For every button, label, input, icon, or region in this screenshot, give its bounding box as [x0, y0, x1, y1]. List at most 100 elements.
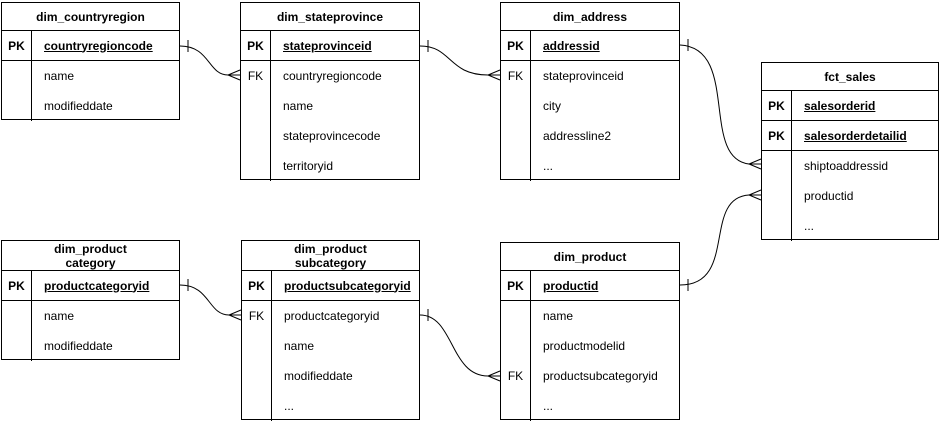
connector-product-fctsales[interactable]	[679, 189, 762, 291]
pk-field: salesorderdetailid	[804, 128, 907, 143]
attr-row: FK countryregioncode	[241, 61, 419, 91]
attr-row: name	[2, 61, 179, 91]
attr-field: productid	[804, 189, 854, 203]
entity-title-text: dim_address	[552, 9, 628, 24]
pk-row: PK productid	[501, 271, 679, 301]
connector-line	[679, 194, 750, 286]
connector-address-fctsales[interactable]	[679, 39, 762, 170]
attr-field: name	[44, 309, 75, 323]
entity-fct-sales[interactable]: fct_sales PK salesorderid PK salesorderd…	[761, 62, 939, 241]
connector-stateprovince-address[interactable]	[419, 40, 501, 81]
attr-field: productmodelid	[543, 339, 626, 353]
attr-row: stateprovincecode	[241, 121, 419, 151]
attr-tag	[241, 151, 271, 181]
connector-productsubcategory-product[interactable]	[419, 309, 501, 382]
pk-row: PK stateprovinceid	[241, 31, 419, 61]
pk-row: PK addressid	[501, 31, 679, 61]
entity-title: dim_countryregion	[2, 3, 179, 31]
attr-row: FK productsubcategoryid	[501, 361, 679, 391]
entity-dim-countryregion[interactable]: dim_countryregion PK countryregioncode n…	[1, 2, 180, 121]
attr-tag	[501, 91, 531, 121]
crows-foot-marker	[486, 370, 501, 382]
entity-dim-stateprovince[interactable]: dim_stateprovince PK stateprovinceid FK …	[240, 2, 420, 181]
attr-row: territoryid	[241, 151, 419, 181]
attr-field: modifieddate	[44, 99, 113, 113]
attr-row: name	[501, 301, 679, 331]
attr-tag	[241, 91, 271, 121]
crows-foot-marker	[747, 158, 762, 170]
pk-tag: PK	[501, 31, 531, 60]
fk-tag: FK	[501, 61, 531, 91]
attr-row: productid	[762, 181, 938, 211]
attr-tag	[242, 391, 272, 421]
attr-row: modifieddate	[2, 331, 179, 361]
attr-field: name	[44, 69, 75, 83]
attr-row: shiptoaddressid	[762, 151, 938, 181]
attr-field: productsubcategoryid	[543, 369, 658, 383]
attr-field: shiptoaddressid	[804, 159, 889, 173]
attr-field: name	[284, 339, 315, 353]
entity-title: fct_sales	[762, 63, 938, 91]
connector-line	[419, 45, 489, 76]
attr-tag	[501, 151, 531, 181]
entity-dim-product[interactable]: dim_product PK productid name productmod…	[500, 242, 680, 421]
attr-row: name	[242, 331, 419, 361]
attr-field: stateprovincecode	[283, 129, 381, 143]
attr-tag	[242, 361, 272, 391]
pk-row: PK salesorderdetailid	[762, 121, 938, 151]
crows-foot-marker	[486, 69, 501, 81]
attr-row: FK stateprovinceid	[501, 61, 679, 91]
entity-dim-productcategory[interactable]: dim_product category PK productcategoryi…	[1, 240, 180, 361]
entity-title: dim_product subcategory	[242, 241, 419, 271]
pk-tag: PK	[762, 91, 792, 120]
entity-dim-address[interactable]: dim_address PK addressid FK stateprovinc…	[500, 2, 680, 181]
connector-productcategory-productsubcategory[interactable]	[179, 279, 242, 321]
attr-field: ...	[804, 219, 815, 233]
pk-tag: PK	[2, 271, 32, 300]
attr-tag	[2, 61, 32, 91]
connector-line	[179, 284, 230, 316]
connector-line	[179, 45, 229, 76]
entity-title: dim_product	[501, 243, 679, 271]
pk-field: productsubcategoryid	[284, 278, 411, 293]
entity-title-text: dim_product	[294, 241, 367, 256]
attr-field: name	[543, 309, 574, 323]
attr-field: modifieddate	[284, 369, 353, 383]
attr-tag	[501, 391, 531, 421]
attr-tag	[241, 121, 271, 151]
attr-row: name	[2, 301, 179, 331]
crows-foot-marker	[227, 309, 242, 321]
pk-tag: PK	[2, 31, 32, 60]
connector-countryregion-stateprovince[interactable]	[179, 40, 241, 81]
attr-field: productcategoryid	[284, 309, 380, 323]
attr-field: name	[283, 99, 314, 113]
pk-row: PK salesorderid	[762, 91, 938, 121]
attr-tag	[501, 331, 531, 361]
entity-title-text: fct_sales	[824, 69, 876, 84]
attr-tag	[762, 181, 792, 211]
crows-foot-marker	[747, 189, 762, 201]
attr-field: territoryid	[283, 159, 334, 173]
entity-title-text: dim_product	[553, 249, 627, 264]
attr-field: modifieddate	[44, 339, 113, 353]
attr-tag	[2, 301, 32, 331]
attr-tag	[2, 331, 32, 361]
attr-row: city	[501, 91, 679, 121]
attr-tag	[242, 331, 272, 361]
fk-tag: FK	[242, 301, 272, 331]
attr-row: ...	[501, 391, 679, 421]
pk-row: PK productsubcategoryid	[242, 271, 419, 301]
entity-title: dim_product category	[2, 241, 179, 271]
entity-title: dim_address	[501, 3, 679, 31]
crows-foot-marker	[226, 69, 241, 81]
connector-line	[419, 314, 489, 377]
fk-tag: FK	[501, 361, 531, 391]
attr-row: ...	[501, 151, 679, 181]
pk-field: addressid	[543, 38, 600, 53]
fk-tag: FK	[241, 61, 271, 91]
entity-dim-productsubcategory[interactable]: dim_product subcategory PK productsubcat…	[241, 240, 420, 421]
entity-title: dim_stateprovince	[241, 3, 419, 31]
attr-row: productmodelid	[501, 331, 679, 361]
